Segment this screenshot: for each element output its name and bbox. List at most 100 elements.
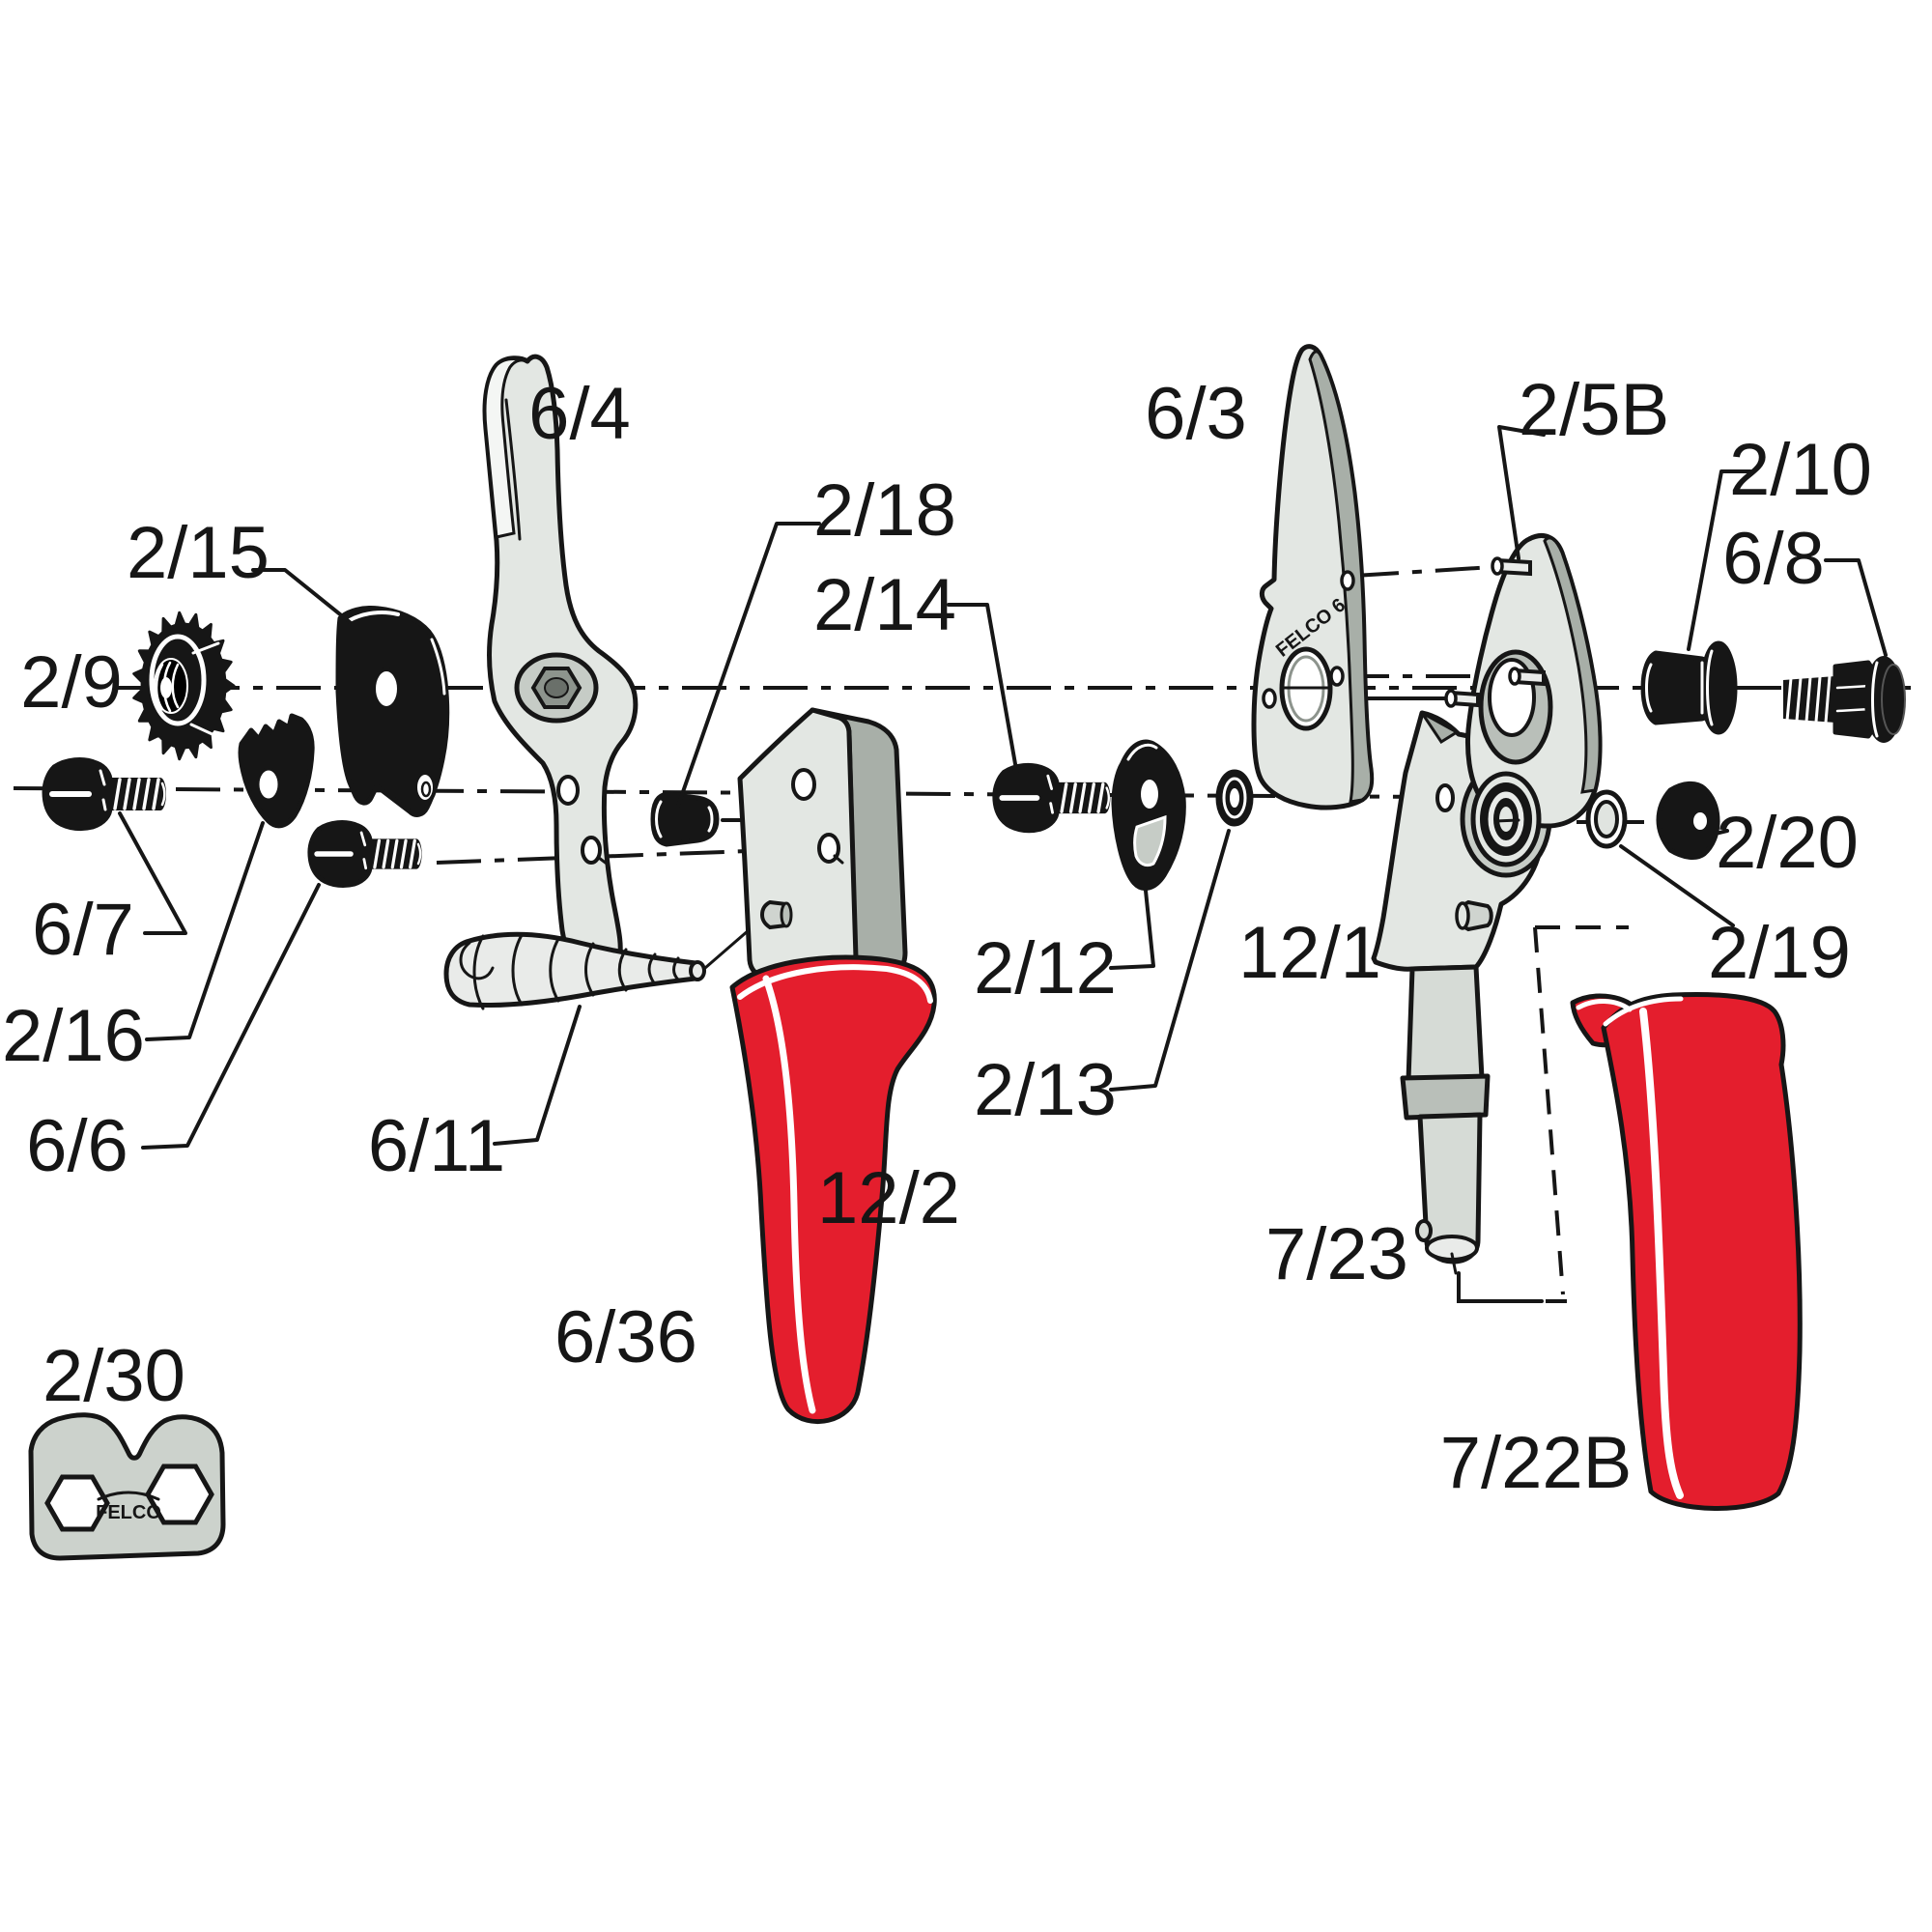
spring-stud-base	[780, 901, 793, 928]
hex-socket-center	[544, 677, 569, 698]
pin-low-tip	[1444, 689, 1458, 708]
plate-edge-highlight	[430, 638, 446, 696]
cam-highlight	[1126, 743, 1158, 761]
axis-top-pin	[1353, 565, 1493, 578]
part-2-18-bushing	[650, 791, 720, 847]
part-label-6-3: 6/3	[1145, 373, 1247, 455]
part-label-2-19: 2/19	[1708, 912, 1851, 994]
part-6-4-counter-blade	[482, 354, 639, 973]
blade-bevel	[483, 357, 528, 539]
leader-2-20	[1710, 829, 1729, 837]
gear-facet-lines	[189, 641, 220, 738]
part-label-2-15: 2/15	[127, 512, 270, 594]
part-7-22B-right-grip	[1570, 991, 1803, 1511]
bolt-threads	[1785, 674, 1832, 724]
plate-lower-hole-rim	[420, 781, 432, 798]
part-2-9-adjustment-gear-nut	[132, 611, 236, 761]
blade-hole-left	[1262, 688, 1277, 709]
leader-2-19	[1619, 844, 1735, 927]
blade-inner-line	[504, 398, 522, 541]
leader-2-5B	[1497, 425, 1546, 560]
leader-6-8	[1824, 558, 1888, 657]
rod-position-outline	[1457, 925, 1629, 1303]
part-12-1-bearing	[1470, 771, 1542, 867]
bolt-flange-highlight	[1871, 661, 1879, 738]
part-2-30-wrench-plate: FELCO	[28, 1412, 226, 1561]
cam-facet	[1133, 814, 1167, 867]
leader-6-7	[118, 811, 187, 935]
washer-ring	[1222, 777, 1247, 819]
bolt-flange-face	[1881, 664, 1906, 735]
body-front-hole	[1435, 783, 1455, 812]
washer-hole	[1230, 788, 1239, 808]
bearing-center	[1499, 807, 1513, 832]
part-2-13-washer	[1215, 769, 1254, 827]
bearing-slot	[1493, 818, 1520, 823]
spring-end-curl	[459, 941, 495, 980]
part-label-2-10: 2/10	[1729, 429, 1872, 511]
part-label-2-12: 2/12	[974, 927, 1117, 1009]
part-label-6-36: 6/36	[554, 1296, 697, 1378]
part-2-10-bushing	[1640, 640, 1738, 735]
part-label-7-22B: 7/22B	[1440, 1422, 1633, 1504]
part-label-2-18: 2/18	[813, 469, 956, 552]
leader-2-13	[1109, 829, 1231, 1092]
part-label-6-7: 6/7	[32, 889, 134, 971]
part-label-6-6: 6/6	[26, 1105, 128, 1187]
part-label-12-2: 12/2	[817, 1157, 960, 1239]
part-label-6-8: 6/8	[1722, 518, 1825, 600]
axis-lower-left	[13, 786, 1431, 799]
body-stud-tip	[1455, 901, 1470, 930]
part-label-7-23: 7/23	[1265, 1213, 1408, 1295]
part-6-36-left-grip	[729, 954, 937, 1425]
part-6-6-bolt	[310, 822, 422, 885]
part-2-14-bolt	[995, 765, 1111, 831]
part-label-2-13: 2/13	[974, 1049, 1117, 1131]
grip-stripe-top	[737, 964, 933, 1004]
wrench-hex-left	[44, 1474, 110, 1532]
blade-hole-top	[1340, 570, 1355, 591]
part-2-16-toothed-catch	[238, 713, 315, 829]
part-6-11-spring	[443, 931, 706, 1010]
part-label-2-20: 2/20	[1716, 802, 1859, 884]
part-label-2-30: 2/30	[43, 1335, 185, 1417]
part-2-15-catch-plate	[335, 606, 450, 817]
grip-stripe-main	[1639, 1008, 1684, 1499]
part-7-23-rod	[1400, 1073, 1491, 1275]
tang-notch	[597, 856, 609, 866]
rod-tip-mark	[1450, 1252, 1458, 1275]
plate-lower-hole	[413, 771, 437, 804]
gear-center-hole	[160, 677, 172, 698]
blade-hole-right	[1329, 666, 1345, 687]
felco-logo-arch	[97, 1491, 160, 1501]
leader-2-10	[1687, 469, 1752, 651]
spring-tip	[689, 960, 706, 981]
part-12-2-handle-head	[737, 707, 908, 982]
leader-2-16	[145, 821, 265, 1041]
leader-2-14	[947, 603, 1020, 782]
part-2-19-ring	[1585, 789, 1628, 849]
head-upper-hole	[791, 768, 816, 801]
spring-coils	[472, 933, 680, 1010]
part-label-2-16: 2/16	[2, 995, 145, 1077]
grip-stripe-top	[1576, 996, 1684, 1027]
leader-6-6	[141, 883, 321, 1150]
part-label-6-4: 6/4	[528, 373, 631, 455]
leader-6-11	[493, 1005, 582, 1146]
part-2-20-cap-nut	[1656, 781, 1720, 860]
rod-side-nub	[1415, 1219, 1433, 1242]
part-label-2-14: 2/14	[813, 564, 956, 646]
leader-2-15	[251, 568, 352, 624]
blade-tang-hole-lower	[581, 836, 602, 865]
blade-edge-shade	[1308, 350, 1374, 804]
grip-stripe-main	[762, 975, 816, 1414]
outline-corner	[1457, 1271, 1544, 1303]
outline-slant	[1533, 926, 1565, 1295]
bushing-highlights	[655, 800, 714, 838]
part-label-2-9: 2/9	[20, 641, 123, 724]
part-2-12-cam	[1111, 739, 1186, 892]
catch-hole	[256, 767, 281, 802]
part-label-6-11: 6/11	[368, 1105, 505, 1187]
head-hole-notch	[833, 854, 844, 865]
